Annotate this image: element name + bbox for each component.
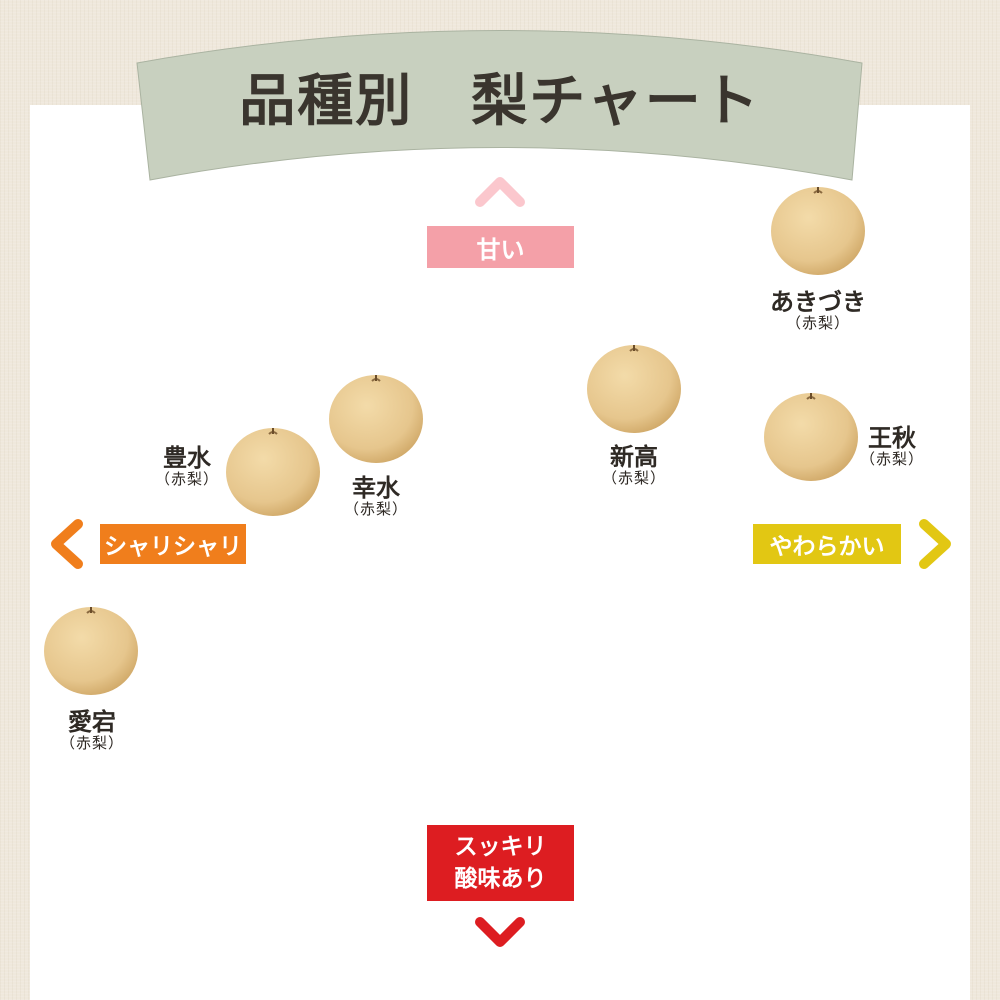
pear-fruit-icon — [226, 428, 320, 516]
pear-name-atago: 愛宕 — [68, 707, 116, 736]
pear-type-atago: （赤梨） — [59, 734, 124, 752]
pear-type-housui: （赤梨） — [154, 470, 219, 488]
vertical-axis-arrow — [475, 177, 525, 947]
title-banner — [136, 30, 863, 181]
pear-type-akizuki: （赤梨） — [785, 314, 850, 332]
pear-type-niitaka: （赤梨） — [601, 469, 666, 487]
axis-label-sour-line1: スッキリ — [454, 833, 547, 860]
pear-name-housui: 豊水 — [163, 443, 211, 472]
axis-label-sweet: 甘い — [427, 226, 574, 268]
pear-name-niitaka: 新高 — [610, 442, 658, 471]
pear-type-kousui: （赤梨） — [343, 500, 408, 518]
pear-name-kousui: 幸水 — [352, 473, 400, 502]
pear-name-akizuki: あきづき — [770, 287, 866, 316]
axis-label-sour: スッキリ 酸味あり — [427, 825, 574, 901]
pear-type-oushuu: （赤梨） — [859, 450, 924, 468]
pear-fruit-icon — [44, 607, 138, 695]
pear-fruit-icon — [329, 375, 423, 463]
pear-fruit-icon — [771, 187, 865, 275]
pear-fruit-icon — [764, 393, 858, 481]
axis-label-sour-line2: 酸味あり — [454, 865, 547, 892]
pear-name-oushuu: 王秋 — [868, 423, 916, 452]
axis-label-crisp: シャリシャリ — [100, 524, 246, 564]
axis-label-soft: やわらかい — [753, 524, 901, 564]
pear-fruit-icon — [587, 345, 681, 433]
chart-title: 品種別 梨チャート — [239, 68, 761, 134]
